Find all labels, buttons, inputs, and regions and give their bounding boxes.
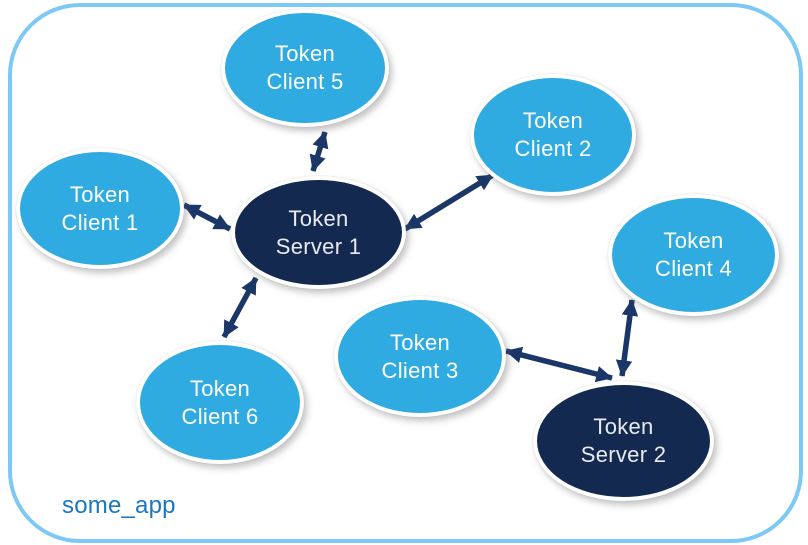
edge-client4-server2 <box>615 299 639 377</box>
edge-client1-server1 <box>182 202 232 232</box>
node-label-line: Client 3 <box>381 357 459 383</box>
node-label-line: Client 2 <box>514 136 592 161</box>
node-label-line: Token <box>274 41 336 66</box>
node-label-line: Server 1 <box>275 233 362 259</box>
edge-server1-client2 <box>403 172 495 232</box>
node-label-line: Token <box>522 108 584 133</box>
edge-client5-server1 <box>309 131 329 172</box>
node-label-line: Token <box>593 414 654 439</box>
node-label-line: Client 6 <box>181 403 259 429</box>
node-label-line: Client 5 <box>266 69 344 94</box>
node-label-line: Token <box>288 205 349 231</box>
node-label-line: Token <box>69 181 131 207</box>
node-label-line: Server 2 <box>580 442 667 467</box>
app-label: some_app <box>62 492 176 519</box>
edge-client3-server2 <box>505 346 613 383</box>
node-label-line: Client 4 <box>655 256 732 281</box>
node-label-line: Client 1 <box>61 209 139 235</box>
node-label-line: Token <box>189 375 251 401</box>
node-label-line: Token <box>663 228 724 253</box>
edge-server1-client6 <box>221 276 259 339</box>
node-label-line: Token <box>389 329 451 355</box>
